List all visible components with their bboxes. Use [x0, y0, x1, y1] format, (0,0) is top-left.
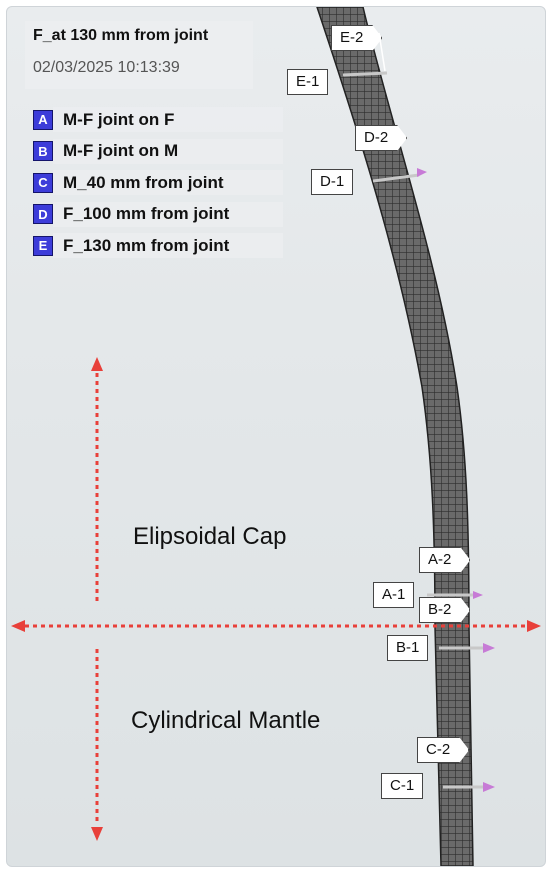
result-title: F_at 130 mm from joint	[33, 27, 209, 44]
legend-item-b[interactable]: B M-F joint on M	[33, 138, 305, 164]
horizontal-joint-arrow	[11, 620, 541, 632]
probe-flag-e2[interactable]: E-2	[331, 25, 382, 51]
probe-flag-d2[interactable]: D-2	[355, 125, 407, 151]
legend-label-e: F_130 mm from joint	[63, 235, 230, 255]
legend-label-d: F_100 mm from joint	[63, 204, 230, 223]
cylindrical-mantle-label: Cylindrical Mantle	[131, 707, 321, 734]
probe-flag-a1[interactable]: A-1	[373, 582, 415, 608]
probe-legend: A M-F joint on F B M-F joint on M C M_40…	[33, 107, 305, 265]
probe-lines	[342, 71, 485, 789]
shell-mesh-view[interactable]	[7, 7, 545, 866]
legend-key-d: D	[33, 204, 53, 224]
probe-flag-b1[interactable]: B-1	[387, 635, 429, 661]
legend-item-c[interactable]: C M_40 mm from joint	[33, 170, 305, 195]
legend-key-e: E	[33, 235, 53, 256]
probe-flag-d1[interactable]: D-1	[311, 169, 354, 195]
probe-flag-a2[interactable]: A-2	[419, 547, 470, 573]
legend-item-a[interactable]: A M-F joint on F	[33, 107, 305, 132]
probe-flag-e1[interactable]: E-1	[287, 69, 329, 95]
result-info-panel: F_at 130 mm from joint 02/03/2025 10:13:…	[25, 21, 253, 89]
legend-item-d[interactable]: D F_100 mm from joint	[33, 201, 305, 227]
legend-key-b: B	[33, 141, 53, 161]
vertical-arrow-up	[91, 357, 103, 605]
legend-key-a: A	[33, 109, 53, 130]
legend-label-a: M-F joint on F	[63, 109, 175, 129]
probe-flag-c1[interactable]: C-1	[381, 773, 424, 799]
legend-label-b: M-F joint on M	[63, 141, 179, 160]
legend-label-c: M_40 mm from joint	[63, 172, 224, 192]
vertical-arrow-down	[91, 649, 103, 841]
legend-item-e[interactable]: E F_130 mm from joint	[33, 233, 305, 258]
result-timestamp: 02/03/2025 10:13:39	[33, 59, 180, 76]
probe-flag-c2[interactable]: C-2	[417, 737, 469, 763]
legend-key-c: C	[33, 172, 53, 193]
model-viewport[interactable]: F_at 130 mm from joint 02/03/2025 10:13:…	[6, 6, 546, 867]
probe-arrowheads	[417, 168, 495, 792]
ellipsoidal-cap-label: Elipsoidal Cap	[133, 523, 287, 550]
probe-flag-b2[interactable]: B-2	[419, 597, 470, 623]
